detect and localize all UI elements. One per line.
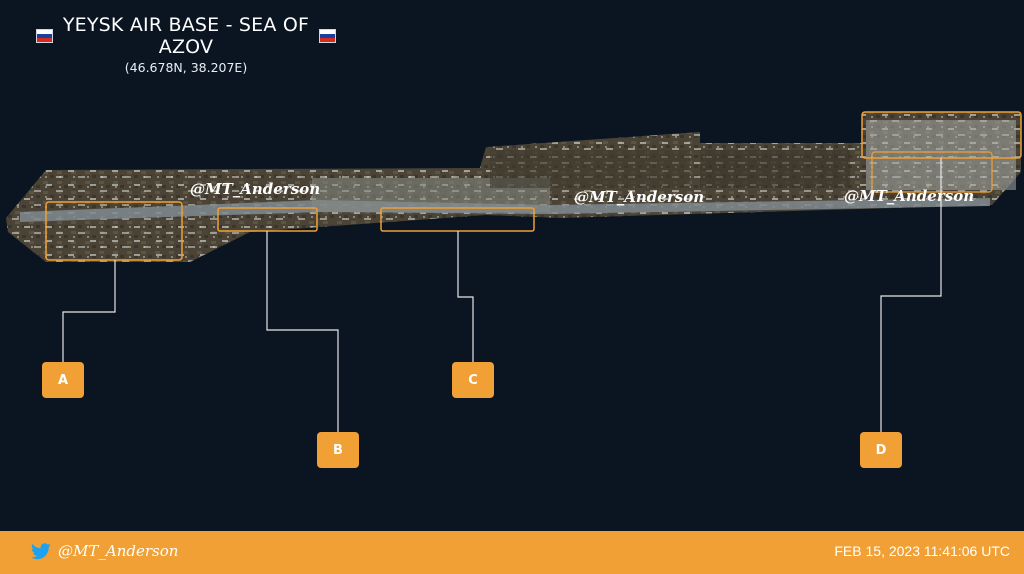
title-row: YEYSK AIR BASE - SEA OF AZOV <box>36 14 336 58</box>
leader-line-a <box>62 260 116 362</box>
russian-flag-icon <box>36 29 54 43</box>
leader-line-b <box>266 231 339 432</box>
marker-c: C <box>452 362 494 398</box>
marker-d: D <box>860 432 902 468</box>
leader-line-c <box>457 231 474 362</box>
footer-bar: @MT_Anderson FEB 15, 2023 11:41:06 UTC <box>0 531 1024 574</box>
russian-flag-icon <box>318 29 336 43</box>
watermark: @MT_Anderson <box>844 187 974 205</box>
highlight-box-d-inner <box>871 151 993 193</box>
page-title: YEYSK AIR BASE - SEA OF AZOV <box>62 14 310 58</box>
capture-timestamp: FEB 15, 2023 11:41:06 UTC <box>834 543 1010 559</box>
coordinates-label: (46.678N, 38.207E) <box>124 60 248 75</box>
marker-b: B <box>317 432 359 468</box>
twitter-bird-icon <box>31 543 51 560</box>
watermark: @MT_Anderson <box>190 180 320 198</box>
highlight-box-a <box>45 201 183 261</box>
watermark: @MT_Anderson <box>574 188 704 206</box>
footer-handle: @MT_Anderson <box>58 542 179 560</box>
leader-line-d <box>880 158 942 432</box>
title-block: YEYSK AIR BASE - SEA OF AZOV (46.678N, 3… <box>36 14 336 75</box>
marker-a: A <box>42 362 84 398</box>
